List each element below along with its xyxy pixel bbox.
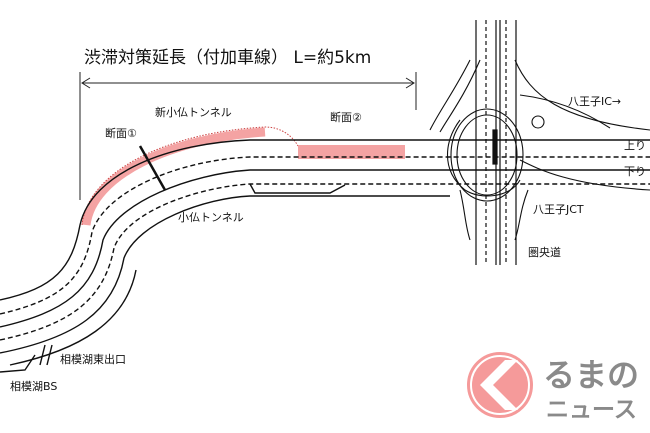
section1-marker (138, 145, 167, 191)
kobotoke-tunnel-label: 小仏トンネル (178, 211, 244, 224)
kuruma-news-logo (467, 352, 533, 418)
section1-label: 断面① (105, 127, 137, 140)
main-road (0, 139, 650, 373)
jct-ramps (429, 59, 650, 241)
sagamiko-bs-label: 相模湖BS (10, 380, 58, 393)
hachioji-ic-label: 八王子IC→ (568, 95, 622, 108)
down-direction-label: 下り (624, 165, 646, 178)
logo-text-bottom: ニュース (546, 397, 637, 423)
extent-arrow (79, 72, 417, 200)
new-kobotoke-tunnel-label: 新小仏トンネル (155, 106, 232, 119)
ken-o-do-label: 圏央道 (528, 246, 561, 259)
ken-o-do-road (475, 20, 517, 265)
section2-label: 断面② (330, 111, 362, 124)
sagamiko-east-exit-label: 相模湖東出口 (60, 353, 126, 366)
logo-text-top: るまの (543, 356, 640, 394)
diagram-title: 渋滞対策延長（付加車線） L=約5km (84, 48, 372, 68)
hachioji-jct-label: 八王子JCT (533, 203, 584, 216)
up-direction-label: 上り (624, 139, 646, 152)
